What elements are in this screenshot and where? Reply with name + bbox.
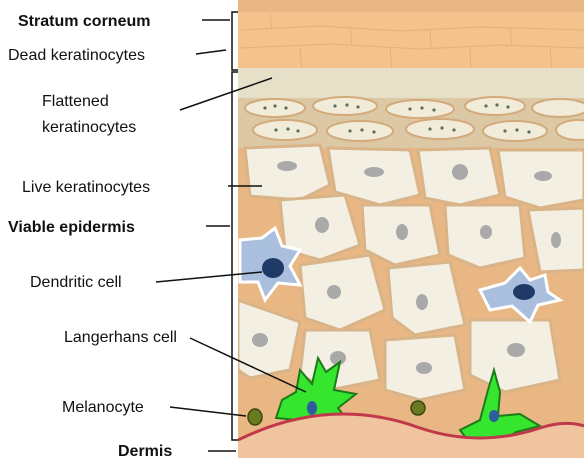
label-stratum-corneum: Stratum corneum — [18, 13, 150, 30]
label-langerhans-cell: Langerhans cell — [64, 329, 177, 346]
label-dermis: Dermis — [118, 443, 172, 458]
stratum-corneum-bracket — [232, 12, 238, 70]
labels: Stratum corneum Dead keratinocytes Flatt… — [8, 13, 177, 458]
tissue-illustration — [238, 0, 584, 458]
label-dead-keratinocytes: Dead keratinocytes — [8, 47, 145, 64]
granular-layer — [238, 68, 584, 100]
label-dendritic-cell: Dendritic cell — [30, 274, 122, 291]
stratum-corneum-layer — [238, 12, 584, 70]
label-flattened-line1: Flattened — [42, 93, 109, 110]
label-live-keratinocytes: Live keratinocytes — [22, 179, 150, 196]
label-flattened-line2: keratinocytes — [42, 119, 136, 136]
viable-epidermis-bracket — [232, 72, 238, 440]
layer-brackets — [232, 12, 238, 440]
label-melanocyte: Melanocyte — [62, 399, 144, 416]
label-viable-epidermis: Viable epidermis — [8, 219, 135, 236]
